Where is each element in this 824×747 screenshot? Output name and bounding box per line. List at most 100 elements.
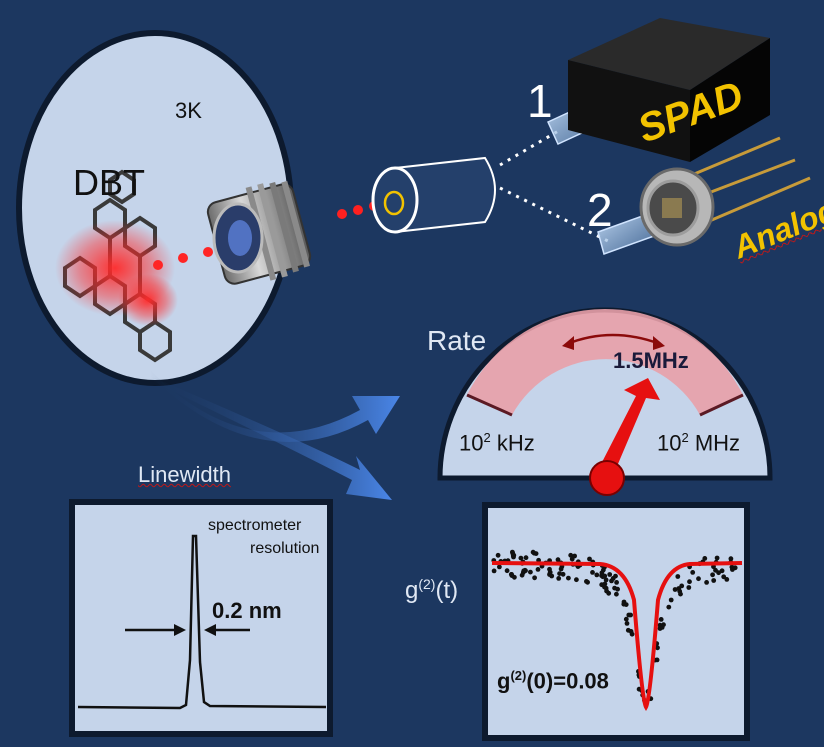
emission-dots — [153, 247, 213, 270]
g2-result-rest: (0)=0.08 — [526, 668, 609, 694]
spad-number: 1 — [527, 75, 553, 127]
g2-data-point — [721, 574, 727, 580]
spectrometer-note-line1: spectrometer — [208, 517, 302, 534]
g2-data-point — [512, 574, 517, 580]
g2-data-point — [614, 580, 619, 585]
spad-detector: SPAD — [568, 18, 770, 162]
g2-data-point — [511, 552, 517, 558]
g2-axis-label: g(2)(t) — [405, 576, 458, 605]
g2-data-point — [607, 572, 613, 577]
g2-data-point — [668, 597, 674, 603]
g2-data-point — [569, 556, 575, 562]
fiber-coupler — [371, 156, 496, 234]
spectrometer-note-line2: resolution — [250, 540, 320, 557]
g2-result-sup: (2) — [510, 668, 527, 683]
rate-min-base: 10 — [459, 430, 484, 456]
gauge-pivot — [589, 460, 625, 496]
rate-max-base: 10 — [657, 430, 682, 456]
g2-data-point — [687, 579, 692, 585]
rate-max-label: 102 MHz — [657, 430, 740, 456]
g2-data-point — [556, 576, 562, 581]
g2-data-point — [519, 572, 525, 578]
linewidth-plot — [69, 499, 333, 737]
g2-result-base: g — [497, 668, 511, 694]
g2-data-point — [711, 578, 717, 583]
g2-data-point — [594, 572, 600, 578]
g2-data-point — [661, 622, 666, 628]
g2-data-point — [558, 566, 564, 572]
g2-data-point — [530, 549, 536, 555]
g2-data-point — [623, 616, 629, 622]
g2-data-point — [686, 585, 692, 590]
g2-data-point — [666, 604, 672, 610]
g2-data-point — [628, 629, 634, 634]
g2-data-point — [714, 555, 720, 561]
g2-data-point — [713, 567, 718, 573]
g2-data-point — [587, 556, 592, 562]
rate-max-exp: 2 — [681, 430, 689, 445]
g2-axis-sup: (2) — [418, 576, 436, 592]
curved-arrow-lower — [150, 376, 392, 500]
g2-data-point — [672, 587, 678, 592]
g2-data-point — [495, 552, 501, 558]
gauge-needle — [598, 378, 660, 478]
g2-data-point — [636, 686, 642, 692]
rate-min-unit: kHz — [496, 430, 535, 456]
linewidth-title: Linewidth — [138, 462, 231, 487]
g2-data-point — [610, 576, 616, 581]
rate-gauge — [437, 307, 773, 496]
g2-fit-curve — [491, 561, 743, 712]
g2-data-point — [528, 569, 533, 575]
linewidth-value: 0.2 nm — [212, 598, 282, 623]
g2-plot — [482, 502, 750, 741]
g2-data-point — [678, 591, 683, 597]
g2-data-point — [602, 584, 607, 590]
g2-data-point — [574, 577, 579, 583]
g2-data-point — [547, 566, 552, 572]
g2-data-point — [704, 580, 709, 585]
g2-data-point — [710, 572, 715, 578]
g2-data-point — [615, 586, 620, 592]
analog-photodiode — [639, 136, 811, 247]
g2-data-point — [719, 568, 725, 574]
g2-data-point — [535, 567, 541, 572]
rate-value: 1.5MHz — [613, 348, 689, 373]
objective-lens — [206, 180, 312, 285]
analog-number: 2 — [587, 184, 613, 236]
g2-data-point — [497, 564, 502, 570]
fiber-paths — [499, 128, 611, 244]
g2-result: g(2)(0)=0.08 — [497, 668, 609, 694]
g2-data-point — [628, 612, 633, 618]
g2-axis-rest: (t) — [435, 577, 459, 604]
rate-min-label: 102 kHz — [459, 430, 535, 456]
g2-data-point — [658, 617, 664, 622]
g2-data-point — [728, 556, 734, 562]
molecule-glow-2 — [118, 274, 178, 326]
temperature-label: 3K — [175, 98, 202, 123]
g2-data-point — [606, 590, 612, 596]
g2-data-point — [504, 568, 510, 574]
g2-data-point — [702, 556, 708, 561]
g2-data-point — [557, 571, 562, 576]
g2-data-point — [518, 555, 524, 561]
rate-min-exp: 2 — [483, 430, 491, 445]
g2-data-point — [602, 573, 608, 579]
g2-data-point — [566, 575, 571, 581]
g2-data-point — [624, 621, 630, 626]
rate-max-unit: MHz — [694, 430, 741, 456]
g2-data-point — [590, 570, 595, 575]
g2-axis-base: g — [405, 577, 419, 604]
molecule-label: DBT — [73, 162, 145, 203]
g2-data-point — [603, 577, 609, 583]
g2-data-point — [568, 552, 574, 558]
g2-data-point — [696, 576, 701, 582]
g2-data-point — [584, 579, 589, 584]
curved-arrow-upper — [150, 370, 400, 442]
g2-data-point — [655, 645, 660, 651]
g2-data-point — [599, 570, 605, 576]
g2-data-point — [730, 567, 735, 572]
g2-data-point — [523, 555, 529, 561]
g2-data-point — [614, 591, 619, 597]
g2-data-point — [621, 601, 627, 607]
